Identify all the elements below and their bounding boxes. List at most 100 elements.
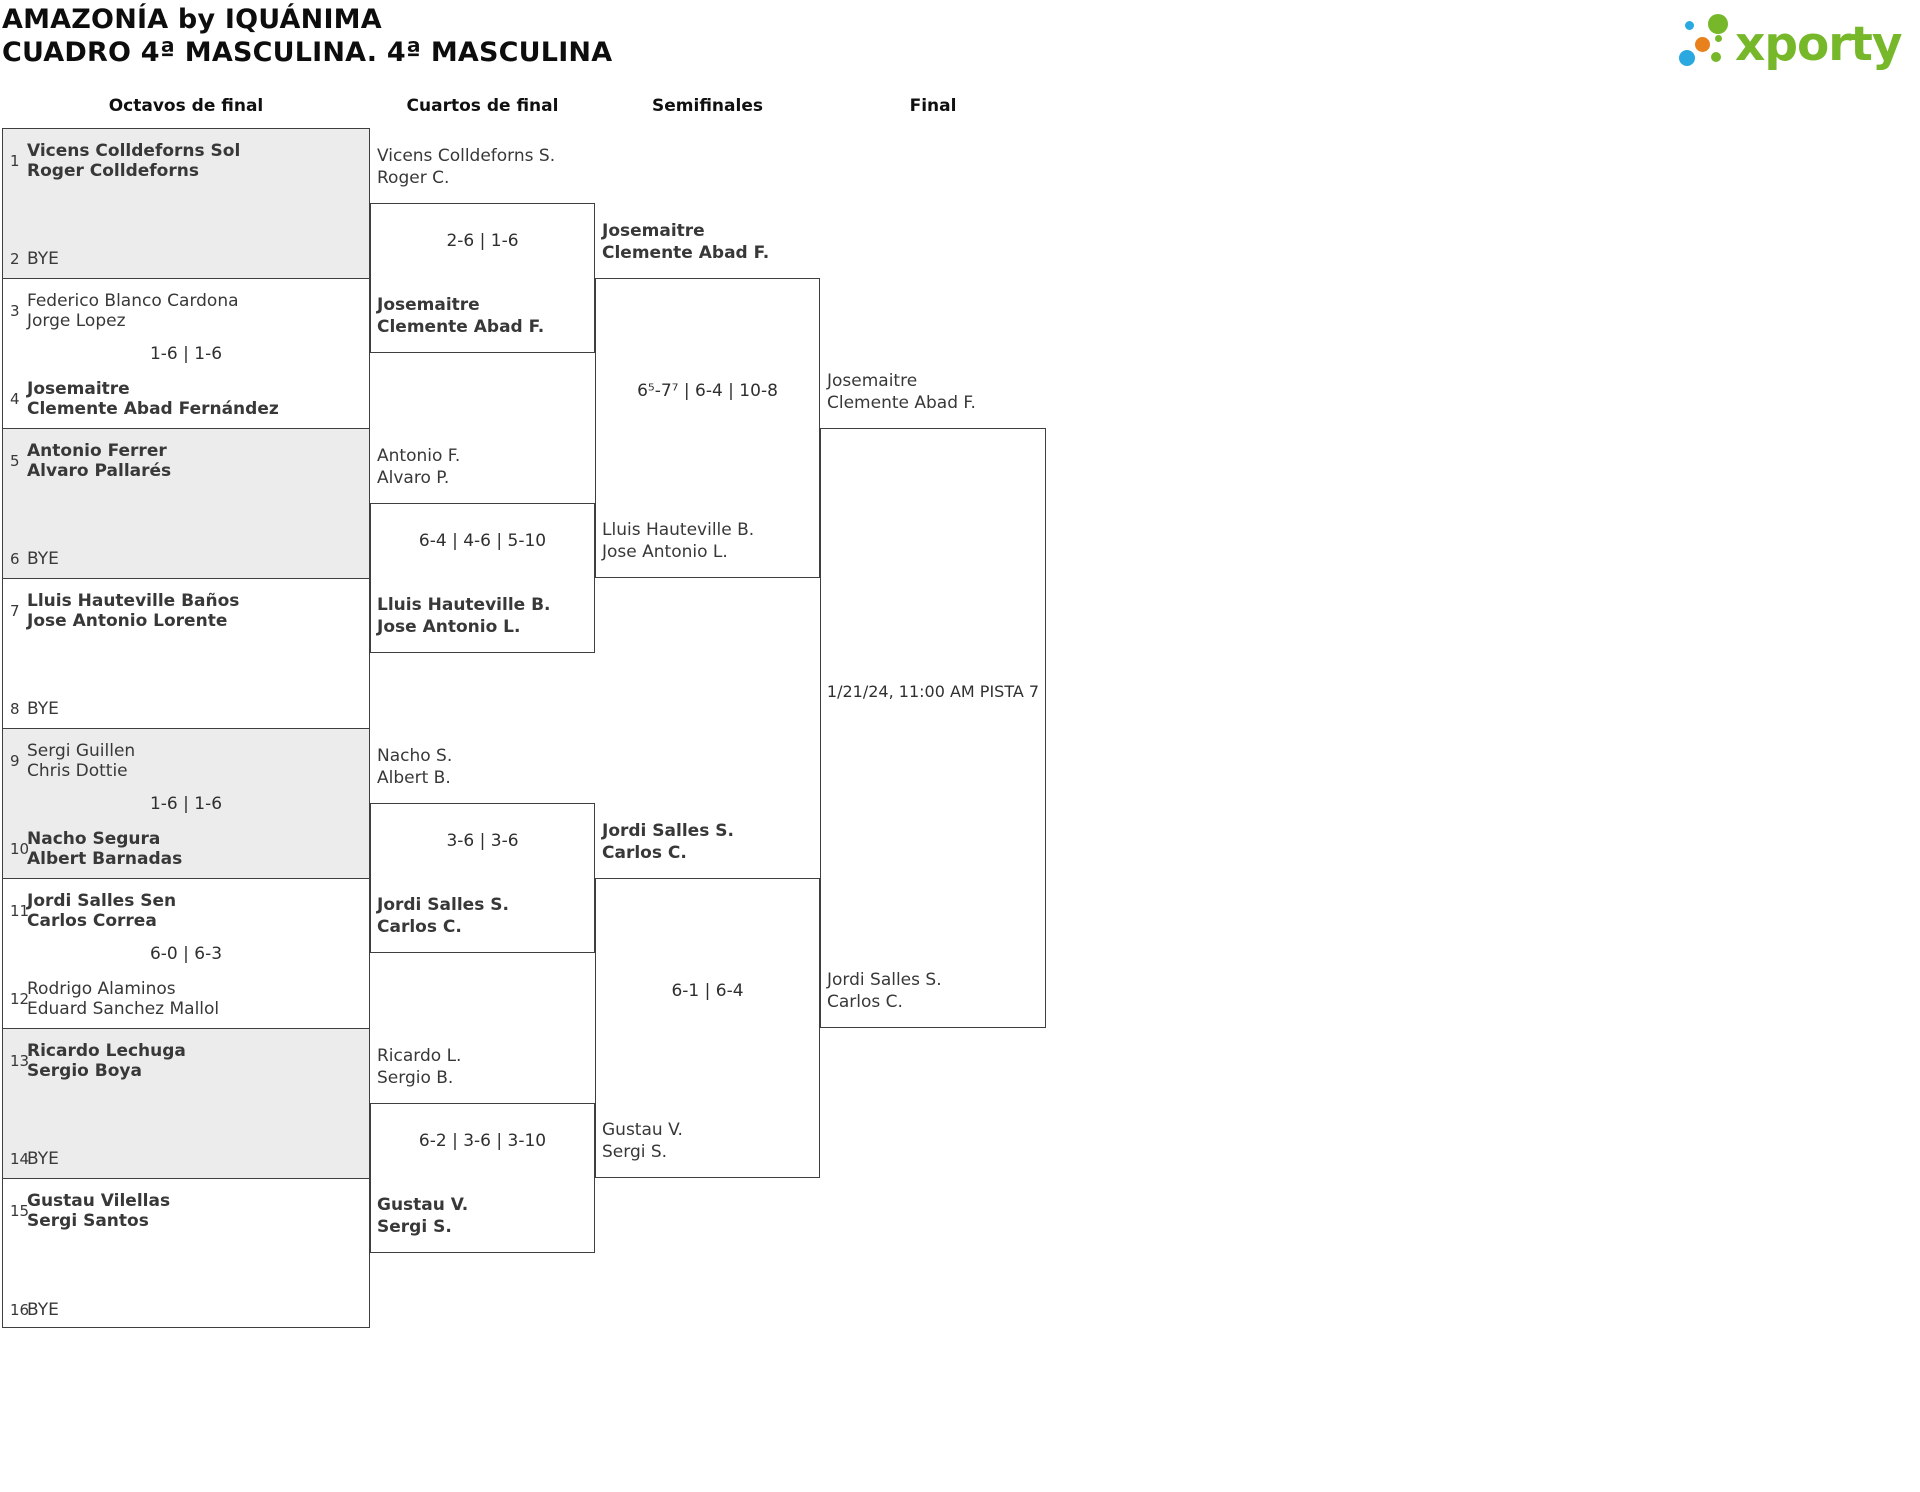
qf2-team-a: Antonio F.Alvaro P. (377, 446, 461, 488)
team-names: BYE (27, 699, 59, 719)
seed-number: 12 (10, 990, 30, 1008)
logo-wordmark: xporty (1735, 17, 1903, 72)
qf1-score: 2-6 | 1-6 (446, 231, 519, 251)
final-box (820, 428, 1046, 1028)
seed-number: 16 (10, 1301, 30, 1319)
team-slot-16: 16 BYE (10, 1300, 361, 1320)
qf3-team-b: Jordi Salles S.Carlos C. (377, 895, 509, 937)
match-score: 1-6 | 1-6 (149, 793, 223, 814)
sf1-team-b: Lluis Hauteville B.Jose Antonio L. (602, 520, 755, 562)
final-team-b: Jordi Salles S.Carlos C. (827, 970, 942, 1012)
qf3-score: 3-6 | 3-6 (446, 831, 519, 851)
team-names: BYE (27, 1300, 59, 1320)
seed-number: 6 (10, 550, 20, 568)
qf4-team-b: Gustau V.Sergi S. (377, 1195, 469, 1237)
seed-number: 9 (10, 752, 20, 770)
match-score: 1-6 | 1-6 (149, 343, 223, 364)
sf2-team-b: Gustau V.Sergi S. (602, 1120, 683, 1162)
logo-dot-green-tiny (1715, 35, 1722, 42)
logo-dot-green-small (1711, 52, 1721, 62)
seed-number: 4 (10, 390, 20, 408)
round-header-octavos: Octavos de final (108, 96, 264, 116)
seed-number: 3 (10, 302, 20, 320)
sf1-box (595, 278, 820, 578)
sf2-score: 6-1 | 6-4 (671, 981, 744, 1001)
seed-number: 13 (10, 1052, 30, 1070)
logo-dot-orange (1695, 37, 1710, 52)
sf2-box (595, 878, 820, 1178)
round-header-final: Final (909, 96, 957, 116)
xporty-logo: xporty (1675, 5, 1920, 75)
page-subtitle: CUADRO 4ª MASCULINA. 4ª MASCULINA (2, 37, 613, 68)
final-schedule: 1/21/24, 11:00 AM PISTA 7 (826, 682, 1040, 701)
logo-dot-blue-small (1685, 21, 1694, 30)
qf2-team-b: Lluis Hauteville B.Jose Antonio L. (377, 595, 551, 637)
sf2-team-a: Jordi Salles S.Carlos C. (602, 821, 734, 863)
seed-number: 5 (10, 452, 20, 470)
page-title: AMAZONÍA by IQUÁNIMA (2, 4, 382, 35)
logo-dot-blue (1679, 50, 1695, 66)
sf1-score: 6⁵-7⁷ | 6-4 | 10-8 (637, 381, 778, 401)
seed-number: 8 (10, 700, 20, 718)
seed-number: 7 (10, 602, 20, 620)
seed-number: 10 (10, 840, 30, 858)
team-names: BYE (27, 549, 59, 569)
round-header-cuartos: Cuartos de final (406, 96, 559, 116)
qf2-box (370, 503, 595, 653)
seed-number: 14 (10, 1150, 30, 1168)
seed-number: 1 (10, 152, 20, 170)
qf1-team-a: Vicens Colldeforns S.Roger C. (377, 146, 556, 188)
qf2-score: 6-4 | 4-6 | 5-10 (418, 531, 547, 551)
qf4-score: 6-2 | 3-6 | 3-10 (418, 1131, 547, 1151)
team-slot-2: 2 BYE (10, 249, 361, 269)
qf4-box (370, 1103, 595, 1253)
qf4-team-a: Ricardo L.Sergio B. (377, 1046, 462, 1088)
qf3-team-a: Nacho S.Albert B. (377, 746, 453, 788)
team-slot-8: 8 BYE (10, 699, 361, 719)
qf1-box (370, 203, 595, 353)
round-header-semifinales: Semifinales (652, 96, 763, 116)
team-names: BYE (27, 1149, 59, 1169)
team-names: BYE (27, 249, 59, 269)
seed-number: 11 (10, 902, 30, 920)
logo-dot-green-large (1708, 14, 1728, 34)
seed-number: 15 (10, 1202, 30, 1220)
match-score: 6-0 | 6-3 (149, 943, 223, 964)
qf3-box (370, 803, 595, 953)
